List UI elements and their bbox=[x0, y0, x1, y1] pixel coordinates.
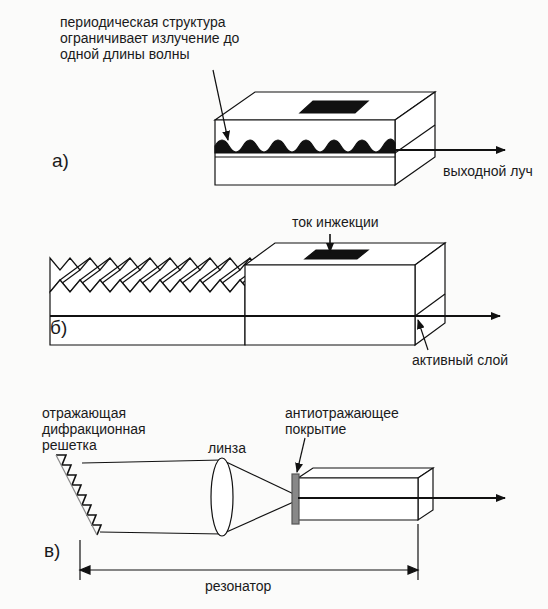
panel-letter: б) bbox=[50, 317, 90, 339]
callout-text: отражающая дифракционная решетка bbox=[42, 405, 192, 453]
callout-text: активный слой bbox=[412, 352, 542, 368]
external-cavity-laser bbox=[56, 438, 505, 580]
part-name: линза bbox=[208, 440, 268, 456]
dimension-label: резонатор bbox=[205, 578, 315, 594]
dbr-laser bbox=[50, 234, 500, 350]
callout-text: антиотражающее покрытие bbox=[285, 405, 415, 437]
callout-text: ток инжекции bbox=[292, 214, 422, 230]
panel-letter: в) bbox=[44, 540, 84, 562]
panel-letter: а) bbox=[52, 150, 92, 172]
beam-label: выходной луч bbox=[443, 163, 533, 179]
callout-text: периодическая структура ограничивает изл… bbox=[60, 14, 270, 62]
